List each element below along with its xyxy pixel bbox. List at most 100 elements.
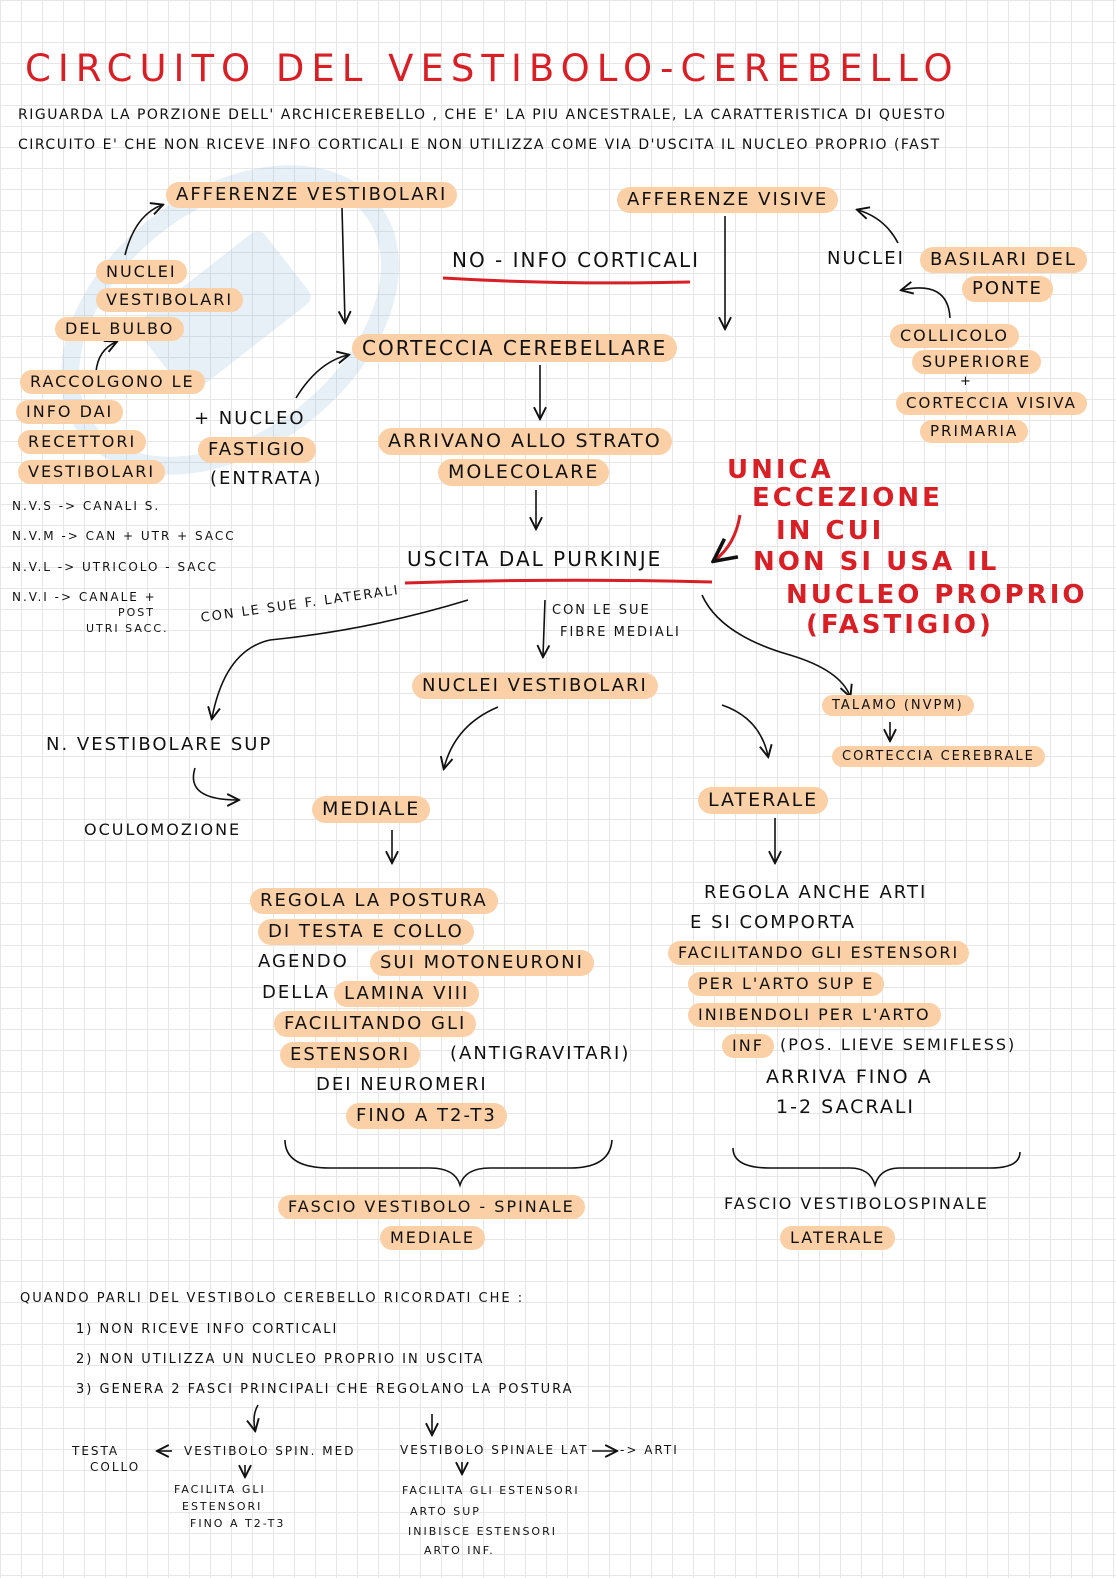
eccezione-6: (FASTIGIO) bbox=[806, 610, 994, 640]
summary-collo: COLLO bbox=[90, 1460, 141, 1474]
arrow-nuclei-to-mediale bbox=[444, 706, 499, 768]
arrivano-1: ARRIVANO ALLO STRATO bbox=[378, 428, 672, 455]
arrow-bulbo-to-aff-vest bbox=[124, 205, 162, 256]
arrow-aff-vest-to-cortex bbox=[342, 207, 345, 322]
intro-line-2: CIRCUITO E' CHE NON RICEVE INFO CORTICAL… bbox=[18, 137, 941, 153]
uscita-purkinje: USCITA DAL PURKINJE bbox=[407, 547, 663, 571]
laterale-desc-3: FACILITANDO GLI ESTENSORI bbox=[668, 941, 970, 965]
abbr-post: POST bbox=[118, 606, 155, 619]
mediale-desc-5: DELLA bbox=[262, 982, 331, 1003]
arrow-nvsup-to-oculo bbox=[192, 767, 238, 800]
summary-left-2: ESTENSORI bbox=[182, 1500, 263, 1513]
arrow-basilari-to-aff-vis bbox=[858, 210, 899, 244]
arrow-fastigio-to-cortex bbox=[295, 355, 348, 399]
afferenze-visive: AFFERENZE VISIVE bbox=[617, 187, 839, 213]
laterale-desc-6: INF bbox=[722, 1034, 774, 1058]
laterale-desc-8: ARRIVA FINO A bbox=[766, 1066, 933, 1088]
fibre-mediali-1: CON LE SUE bbox=[552, 603, 651, 618]
summary-testa: TESTA bbox=[72, 1444, 120, 1458]
mediale-desc-3: AGENDO bbox=[258, 951, 349, 972]
collicolo-3: CORTECCIA VISIVA bbox=[896, 392, 1087, 415]
nuclei-basilari-1: NUCLEI bbox=[827, 248, 905, 269]
arrow-purkinje-to-nuclei bbox=[543, 599, 545, 656]
nucleo-fastigio-3: (ENTRATA) bbox=[210, 468, 323, 489]
eccezione-5: NUCLEO PROPRIO bbox=[786, 580, 1088, 610]
mediale-desc-9: (ANTIGRAVITARI) bbox=[450, 1043, 631, 1064]
mediale-desc-4: SUI MOTONEURONI bbox=[370, 950, 594, 976]
eccezione-3: IN CUI bbox=[776, 516, 885, 546]
laterale-desc-1: REGOLA ANCHE ARTI bbox=[704, 882, 928, 903]
summary-right-1: FACILITA GLI ESTENSORI bbox=[402, 1484, 580, 1497]
summary-vest-spin-lat: VESTIBOLO SPINALE LAT bbox=[400, 1443, 589, 1457]
laterale-desc-7: (POS. LIEVE SEMIFLESS) bbox=[780, 1035, 1017, 1054]
red-arrow-eccezione bbox=[715, 514, 742, 560]
nuclei-basilari-3: PONTE bbox=[962, 276, 1053, 302]
arrow-nuclei-to-laterale bbox=[721, 704, 768, 756]
eccezione-1: UNICA bbox=[727, 455, 834, 485]
raccolgono-4: VESTIBOLARI bbox=[18, 460, 166, 484]
summary-item-3: 3) GENERA 2 FASCI PRINCIPALI CHE REGOLAN… bbox=[76, 1382, 574, 1397]
fascio-laterale-2: LATERALE bbox=[780, 1226, 896, 1250]
laterale-desc-5: INIBENDOLI PER L'ARTO bbox=[688, 1003, 941, 1027]
raccolgono-1: RACCOLGONO LE bbox=[20, 370, 205, 394]
corteccia-cerebrale: CORTECCIA CEREBRALE bbox=[832, 746, 1045, 767]
collicolo-4: PRIMARIA bbox=[920, 420, 1029, 443]
raccolgono-2: INFO DAI bbox=[16, 400, 124, 424]
raccolgono-3: RECETTORI bbox=[18, 430, 147, 454]
summary-arti: -> ARTI bbox=[620, 1443, 679, 1457]
abbr-nvm: N.V.M -> CAN + UTR + SACC bbox=[12, 529, 236, 543]
collicolo-1: COLLICOLO bbox=[890, 324, 1020, 348]
nuclei-vest-bulbo-1: NUCLEI bbox=[96, 260, 187, 284]
nuclei-vest-bulbo-2: VESTIBOLARI bbox=[96, 288, 244, 312]
summary-right-4: ARTO INF. bbox=[424, 1544, 495, 1557]
mediale-desc-11: FINO A T2-T3 bbox=[346, 1103, 507, 1129]
laterale-desc-9: 1-2 SACRALI bbox=[776, 1096, 916, 1118]
arrivano-2: MOLECOLARE bbox=[438, 459, 610, 486]
summary-head: QUANDO PARLI DEL VESTIBOLO CEREBELLO RIC… bbox=[20, 1291, 525, 1306]
summary-item-2: 2) NON UTILIZZA UN NUCLEO PROPRIO IN USC… bbox=[76, 1352, 485, 1367]
arrow-purkinje-to-nvsup bbox=[212, 599, 469, 718]
oculomozione: OCULOMOZIONE bbox=[84, 820, 242, 839]
summary-item-1: 1) NON RICEVE INFO CORTICALI bbox=[76, 1322, 339, 1337]
brace-laterale bbox=[732, 1147, 1021, 1188]
summary-right-2: ARTO SUP bbox=[410, 1505, 481, 1518]
underline-purkinje bbox=[404, 578, 713, 585]
mediale-desc-1: REGOLA LA POSTURA bbox=[250, 888, 498, 914]
abbr-nvi: N.V.I -> CANALE + bbox=[12, 590, 157, 604]
underline-no-info bbox=[442, 276, 691, 285]
nucleo-fastigio-1: + NUCLEO bbox=[194, 408, 306, 429]
fascio-mediale-2: MEDIALE bbox=[380, 1226, 485, 1250]
no-info-corticali: NO - INFO CORTICALI bbox=[452, 248, 701, 272]
mediale-desc-10: DEI NEUROMERI bbox=[316, 1074, 488, 1095]
nucleo-fastigio-2: FASTIGIO bbox=[198, 437, 317, 463]
laterale-desc-2: E SI COMPORTA bbox=[690, 912, 856, 933]
talamo: TALAMO (NVPM) bbox=[822, 695, 974, 716]
n-vestibolare-sup: N. VESTIBOLARE SUP bbox=[46, 734, 273, 755]
abbr-nvs: N.V.S -> CANALI S. bbox=[12, 499, 161, 513]
summary-vest-spin-med: VESTIBOLO SPIN. MED bbox=[184, 1444, 356, 1458]
laterale-desc-4: PER L'ARTO SUP E bbox=[688, 972, 885, 996]
eccezione-4: NON SI USA IL bbox=[753, 547, 1000, 577]
laterale: LATERALE bbox=[698, 787, 829, 814]
corteccia-cerebellare: CORTECCIA CEREBELLARE bbox=[352, 334, 678, 362]
collicolo-plus: + bbox=[960, 374, 973, 389]
mediale-desc-6: LAMINA VIII bbox=[334, 981, 480, 1007]
intro-line-1: RIGUARDA LA PORZIONE DELL' ARCHICEREBELL… bbox=[18, 107, 947, 123]
arrow-raccolgono-to-bulbo bbox=[95, 342, 116, 373]
brace-mediale bbox=[284, 1139, 613, 1188]
fascio-laterale-1: FASCIO VESTIBOLOSPINALE bbox=[724, 1194, 989, 1213]
summary-left-1: FACILITA GLI bbox=[174, 1483, 266, 1496]
arrow-purkinje-to-talamo bbox=[701, 594, 850, 696]
fibre-mediali-2: FIBRE MEDIALI bbox=[560, 625, 681, 640]
summary-left-3: FINO A T2-T3 bbox=[190, 1517, 286, 1530]
mediale-desc-8: ESTENSORI bbox=[280, 1042, 421, 1068]
mediale-desc-2: DI TESTA E COLLO bbox=[258, 919, 474, 945]
nuclei-vestibolari: NUCLEI VESTIBOLARI bbox=[412, 673, 658, 699]
mediale-desc-7: FACILITANDO GLI bbox=[274, 1011, 477, 1037]
abbr-utri: UTRI SACC. bbox=[86, 622, 169, 635]
summary-right-3: INIBISCE ESTENSORI bbox=[408, 1525, 557, 1538]
nuclei-vest-bulbo-3: DEL BULBO bbox=[55, 317, 185, 341]
collicolo-2: SUPERIORE bbox=[912, 350, 1042, 374]
